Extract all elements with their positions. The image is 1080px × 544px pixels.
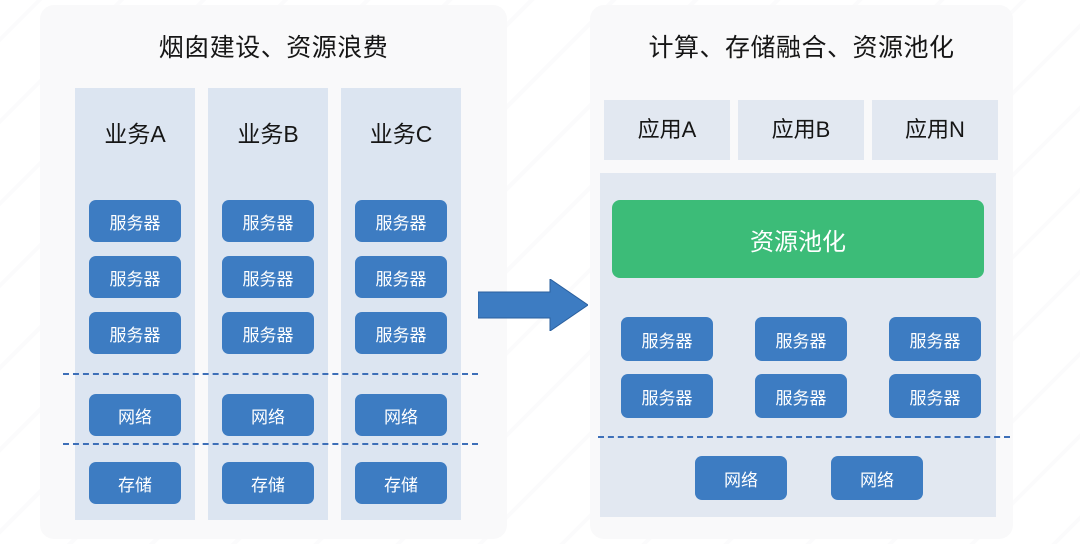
storage-chip: 存储: [222, 462, 314, 504]
server-chip: 服务器: [621, 317, 713, 361]
business-column-c: 业务C 服务器 服务器 服务器 网络 存储: [341, 88, 461, 520]
network-storage-divider: [63, 443, 478, 445]
server-chip: 服务器: [89, 256, 181, 298]
business-column-c-label: 业务C: [369, 121, 433, 147]
server-chip: 服务器: [355, 256, 447, 298]
server-chip: 服务器: [222, 200, 314, 242]
application-box-b: 应用B: [738, 100, 864, 160]
network-chip: 网络: [222, 394, 314, 436]
storage-chip: 存储: [89, 462, 181, 504]
network-chip: 网络: [831, 456, 923, 500]
server-chip: 服务器: [355, 200, 447, 242]
network-chip: 网络: [355, 394, 447, 436]
server-chip: 服务器: [222, 256, 314, 298]
server-chip: 服务器: [889, 317, 981, 361]
business-column-b-label: 业务B: [237, 121, 299, 147]
server-chip: 服务器: [755, 317, 847, 361]
network-chip: 网络: [89, 394, 181, 436]
resource-pool-bar: 资源池化: [612, 200, 984, 278]
left-panel-title: 烟囱建设、资源浪费: [158, 34, 389, 62]
application-box-n: 应用N: [872, 100, 998, 160]
compute-network-divider: [598, 436, 1010, 438]
server-chip: 服务器: [755, 374, 847, 418]
storage-chip: 存储: [355, 462, 447, 504]
business-column-a: 业务A 服务器 服务器 服务器 网络 存储: [75, 88, 195, 520]
transition-arrow-right-icon: [477, 278, 589, 332]
business-column-b: 业务B 服务器 服务器 服务器 网络 存储: [208, 88, 328, 520]
business-column-a-label: 业务A: [104, 121, 166, 147]
server-chip: 服务器: [621, 374, 713, 418]
right-panel-title: 计算、存储融合、资源池化: [648, 34, 955, 62]
compute-network-divider: [63, 373, 478, 375]
server-chip: 服务器: [889, 374, 981, 418]
server-chip: 服务器: [89, 200, 181, 242]
server-chip: 服务器: [89, 312, 181, 354]
application-box-a: 应用A: [604, 100, 730, 160]
network-chip: 网络: [695, 456, 787, 500]
server-chip: 服务器: [355, 312, 447, 354]
server-chip: 服务器: [222, 312, 314, 354]
